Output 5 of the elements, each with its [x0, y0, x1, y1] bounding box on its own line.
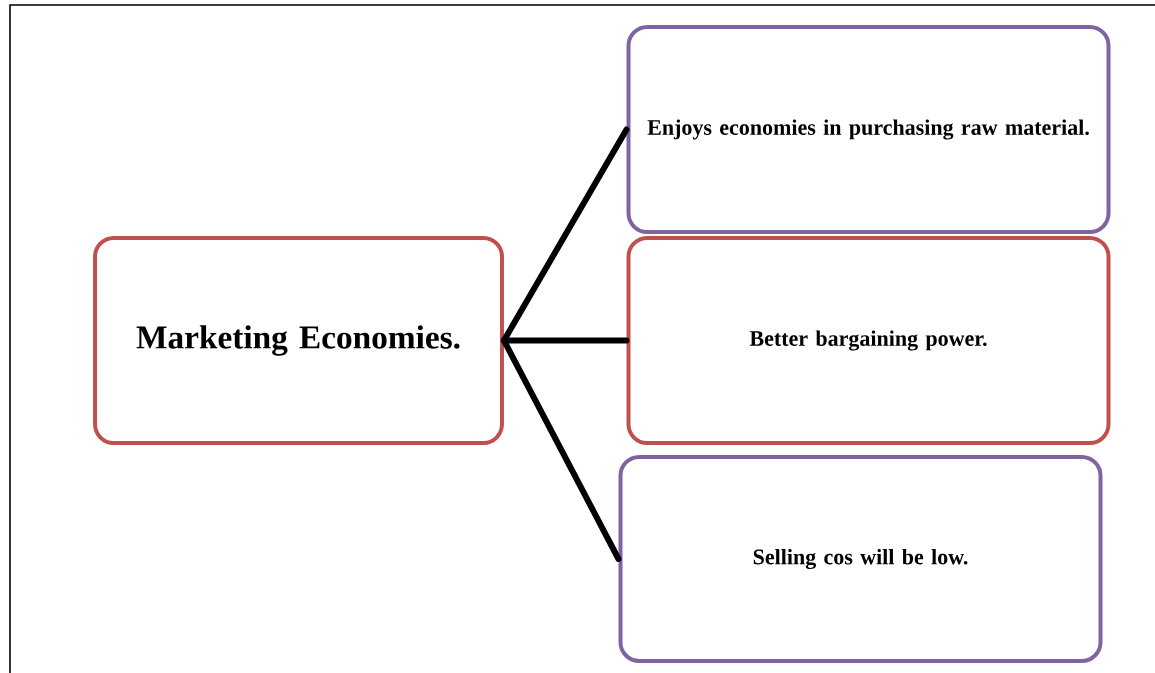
text-box: Selling cos will be low.: [618, 455, 1103, 663]
text-box: Marketing Economies.: [93, 235, 504, 445]
connector-line: [500, 337, 622, 562]
text-box: Better bargaining power.: [626, 235, 1111, 445]
text-box: Enjoys economies in purchasing raw material.: [626, 24, 1111, 234]
